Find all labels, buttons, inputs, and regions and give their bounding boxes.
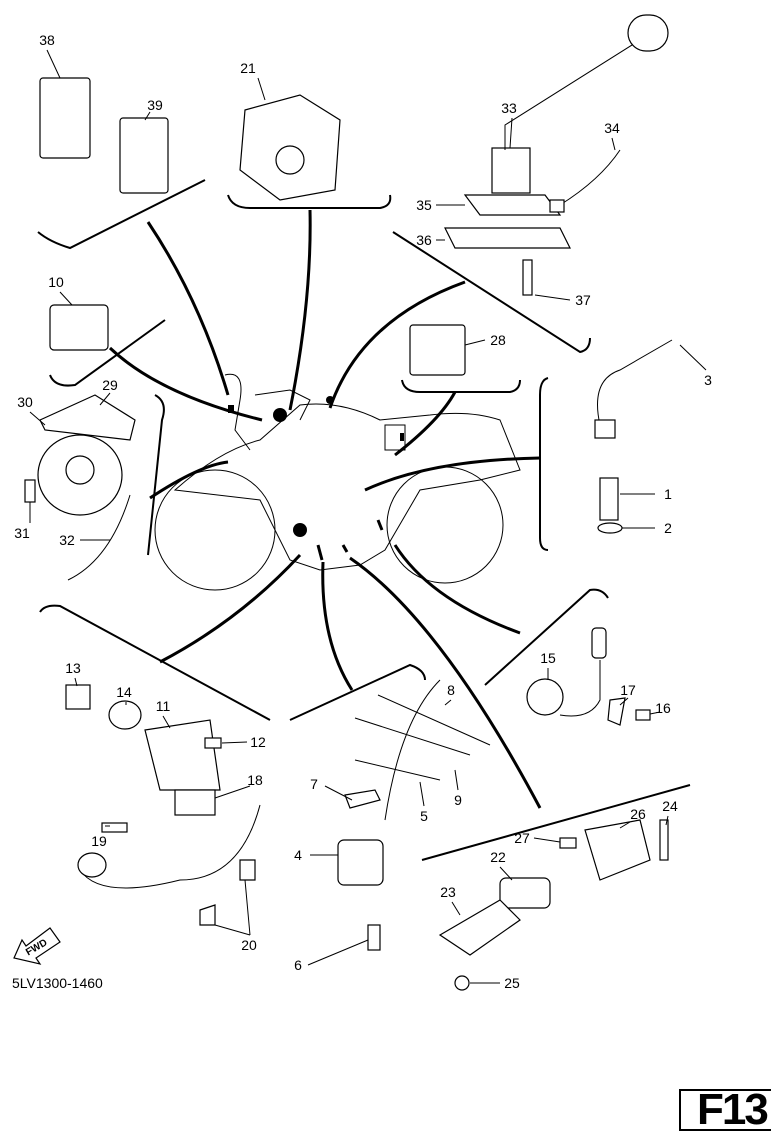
callout-2: 2: [664, 520, 672, 536]
clamps-20: [199, 859, 256, 926]
bracket-sensor-21: [227, 194, 392, 209]
callout-31: 31: [14, 525, 30, 541]
callout-33: 33: [501, 100, 517, 116]
bracket-pickup: [39, 604, 271, 721]
washer-2: [597, 522, 623, 534]
switch-15: [526, 678, 564, 716]
callout-4: 4: [294, 847, 302, 863]
callout-26: 26: [630, 806, 646, 822]
callout-16: 16: [655, 700, 671, 716]
callout-6: 6: [294, 957, 302, 973]
callout-3: 3: [704, 372, 712, 388]
bracket-brake-switch: [421, 784, 691, 861]
callout-22: 22: [490, 849, 506, 865]
screw-19: [101, 822, 128, 833]
pin-12: [204, 737, 222, 749]
callout-18: 18: [247, 772, 263, 788]
bolt-16: [635, 709, 651, 721]
bracket-ties: [289, 663, 426, 721]
bolt-6: [367, 924, 381, 951]
callout-8: 8: [447, 682, 455, 698]
callout-9: 9: [454, 792, 462, 808]
bracket-fuel-sender: [392, 231, 591, 354]
plate-35: [463, 194, 562, 216]
page-label: F13: [697, 1089, 769, 1131]
bracket-sensor-3: [539, 377, 549, 551]
drawing-code: 5LV1300-1460: [12, 975, 103, 991]
callout-15: 15: [540, 650, 556, 666]
callout-39: 39: [147, 97, 163, 113]
relay-28: [409, 324, 466, 376]
motorcycle-outline: [154, 373, 521, 591]
leader-curves: [108, 209, 542, 809]
parts: [24, 14, 673, 991]
relay-location: [384, 424, 406, 451]
plate-11: [144, 719, 221, 791]
callout-21: 21: [240, 60, 256, 76]
callout-32: 32: [59, 532, 75, 548]
callout-10: 10: [48, 274, 64, 290]
callout-12: 12: [250, 734, 266, 750]
fuel-sender-33: [491, 147, 531, 194]
callout-23: 23: [440, 884, 456, 900]
callout-35: 35: [416, 197, 432, 213]
callout-28: 28: [490, 332, 506, 348]
clamp-17: [607, 697, 626, 726]
bolt-13: [65, 684, 91, 710]
callout-27: 27: [514, 830, 530, 846]
callout-36: 36: [416, 232, 432, 248]
bracket-horn: [147, 394, 165, 556]
group-brackets: [37, 179, 691, 861]
callout-34: 34: [604, 120, 620, 136]
sensor-3-cable: [597, 339, 673, 426]
callout-38: 38: [39, 32, 55, 48]
screw-24: [659, 819, 669, 861]
callout-30: 30: [17, 394, 33, 410]
callout-7: 7: [310, 776, 318, 792]
bolt-37: [522, 259, 533, 296]
ground-lead-7: [344, 789, 381, 809]
washer-14: [108, 700, 142, 730]
callout-29: 29: [102, 377, 118, 393]
callout-13: 13: [65, 660, 81, 676]
cover-26: [584, 819, 651, 881]
gasket-36: [444, 227, 571, 249]
pickup-18: [174, 789, 216, 816]
bracket-sidestand: [484, 588, 609, 686]
sensor-1: [599, 477, 619, 521]
callout-25: 25: [504, 975, 520, 991]
brake-switch-22: [499, 877, 551, 909]
solenoid-4: [337, 839, 384, 886]
tie-32: [67, 494, 131, 581]
stay-29: [39, 394, 136, 441]
callout-19: 19: [91, 833, 107, 849]
nut-25: [454, 975, 470, 991]
relay-38: [39, 77, 91, 159]
bolt-31: [24, 479, 36, 503]
relay-39: [119, 117, 169, 194]
ties-5-8-9: [354, 694, 491, 781]
bolt-27: [559, 837, 577, 849]
callout-24: 24: [662, 798, 678, 814]
holder-23: [438, 899, 521, 956]
callout-11: 11: [156, 698, 171, 714]
page-label-box: F13: [679, 1089, 771, 1131]
fwd-arrow-icon: FWD: [13, 927, 61, 965]
callout-labels: 38 39 21 33 34 35 36 37 10 28 29 30 3 31…: [14, 32, 712, 991]
callout-5: 5: [420, 808, 428, 824]
callout-17: 17: [620, 682, 636, 698]
callout-leaders: [29, 49, 707, 984]
callout-37: 37: [575, 292, 591, 308]
callout-20: 20: [241, 937, 257, 953]
switch-10: [49, 304, 109, 351]
bracket-relay-28: [401, 379, 521, 393]
bracket-switch-10: [49, 319, 166, 387]
bracket-relays: [37, 179, 206, 250]
callout-1: 1: [664, 486, 672, 502]
callout-14: 14: [116, 684, 132, 700]
